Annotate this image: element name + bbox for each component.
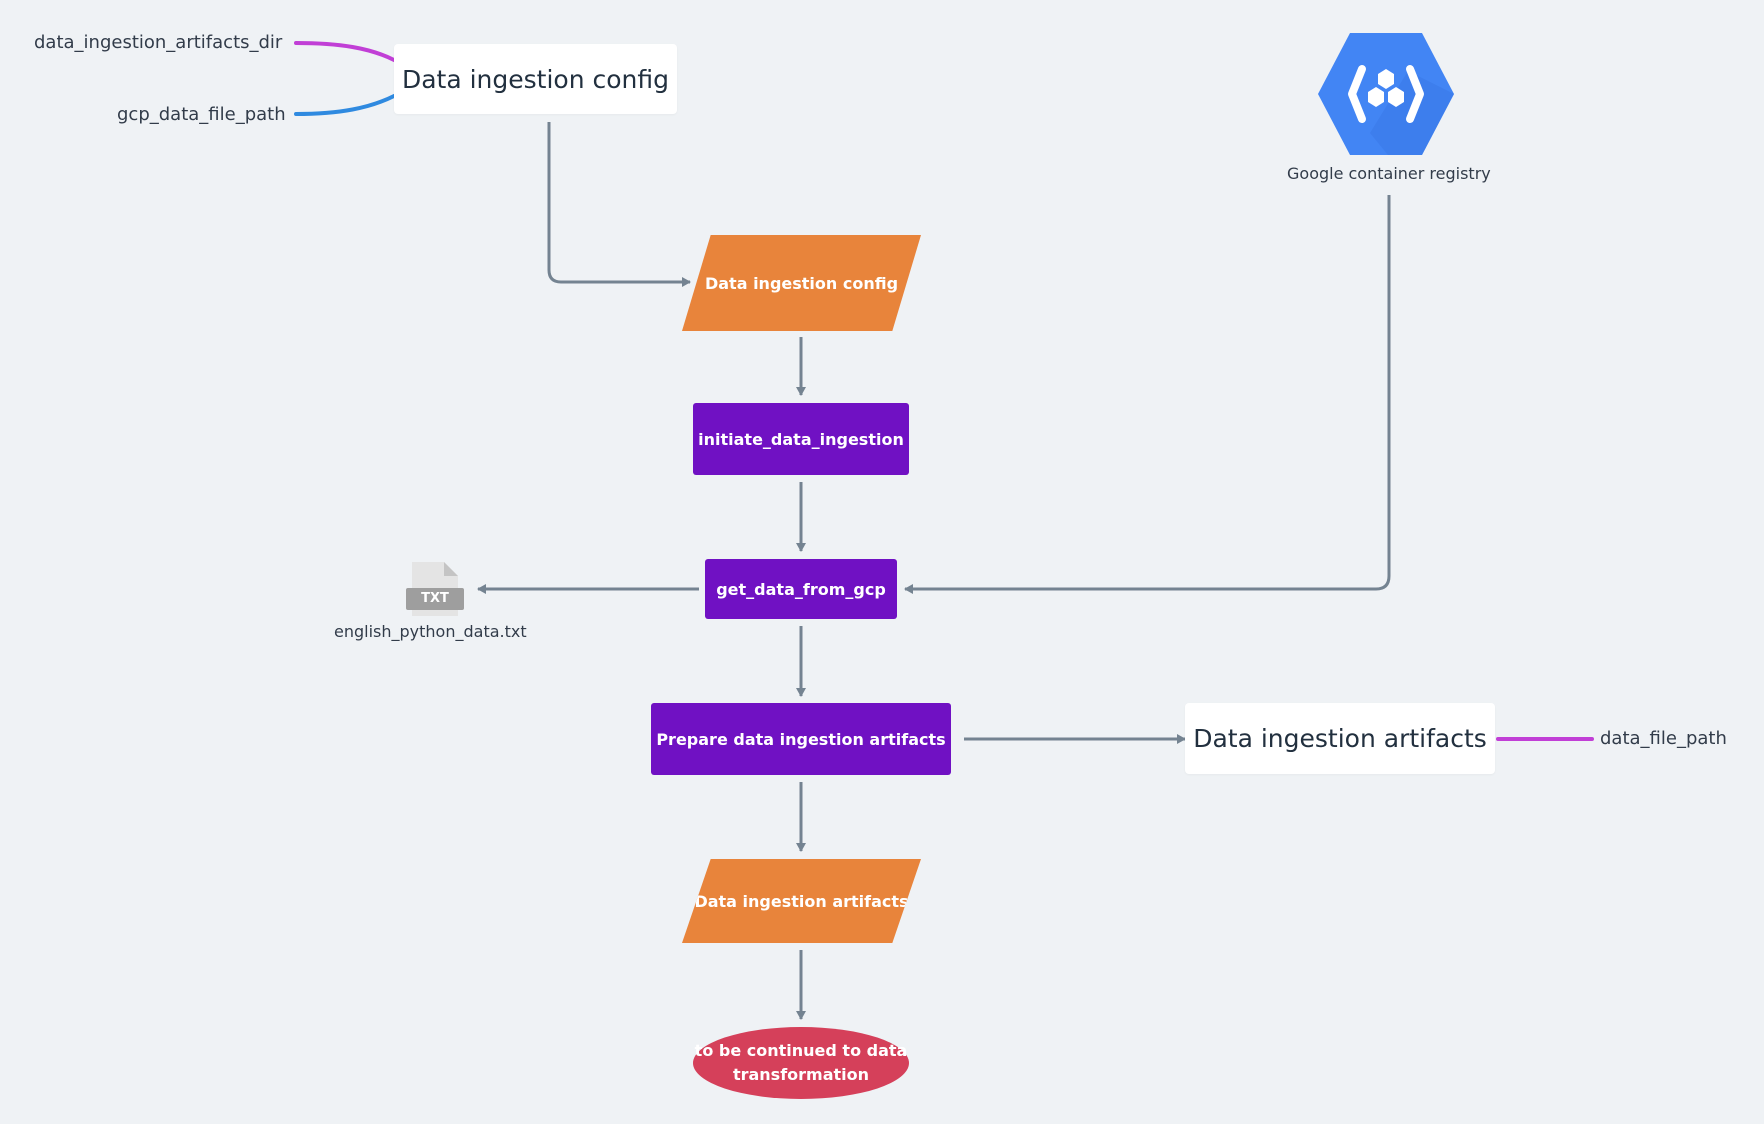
google-container-registry-icon[interactable] xyxy=(1316,31,1456,157)
continue-line-1: to be continued to data xyxy=(694,1041,908,1060)
data-file-path-label: data_file_path xyxy=(1600,728,1727,749)
prepare-node[interactable]: Prepare data ingestion artifacts xyxy=(651,703,951,775)
txt-file-icon[interactable]: TXT xyxy=(406,560,464,618)
get-data-label: get_data_from_gcp xyxy=(716,579,886,599)
link-artifacts-dir xyxy=(294,41,396,62)
continue-line-2: transformation xyxy=(732,1065,870,1084)
get-data-node[interactable]: get_data_from_gcp xyxy=(705,559,897,619)
link-gcp-path xyxy=(294,94,396,116)
config-io-label: Data ingestion config xyxy=(704,273,899,293)
continue-node[interactable]: to be continued to data transformation xyxy=(693,1027,909,1099)
gcp-path-label: gcp_data_file_path xyxy=(117,104,286,125)
arrow-registry-to-get xyxy=(904,195,1391,594)
config-io-node[interactable]: Data ingestion config xyxy=(682,235,921,331)
prepare-label: Prepare data ingestion artifacts xyxy=(656,729,946,749)
txt-file-label: english_python_data.txt xyxy=(334,622,527,641)
artifacts-io-label: Data ingestion artifacts xyxy=(694,891,909,911)
txt-badge: TXT xyxy=(421,591,449,606)
config-box[interactable]: Data ingestion config xyxy=(394,44,677,114)
initiate-label: initiate_data_ingestion xyxy=(698,429,904,449)
artifacts-dir-label: data_ingestion_artifacts_dir xyxy=(34,32,283,53)
arrow-config-to-io xyxy=(547,122,691,287)
initiate-node[interactable]: initiate_data_ingestion xyxy=(693,403,909,475)
artifacts-io-node[interactable]: Data ingestion artifacts xyxy=(682,859,921,943)
registry-label: Google container registry xyxy=(1287,164,1491,183)
artifacts-box[interactable]: Data ingestion artifacts xyxy=(1185,703,1495,774)
